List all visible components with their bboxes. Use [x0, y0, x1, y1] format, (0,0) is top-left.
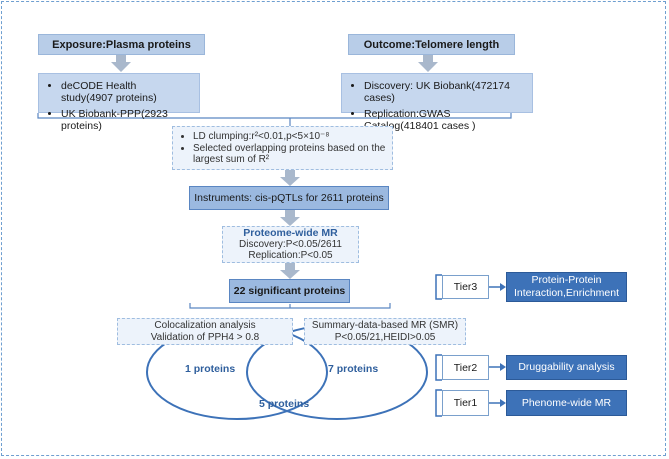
- clumping-box: LD clumping:r²<0.01,p<5×10⁻⁸ Selected ov…: [172, 126, 393, 170]
- tier2-label: Tier2: [453, 361, 478, 374]
- mr-title: Proteome-wide MR: [243, 227, 338, 239]
- tier1-label: Tier1: [453, 397, 478, 409]
- tier1-bracket: [435, 389, 442, 417]
- clumping-item: Selected overlapping proteins based on t…: [193, 143, 386, 165]
- tier3-bracket: [435, 274, 442, 300]
- tier3-label: Tier3: [453, 281, 478, 293]
- instruments-box: Instruments: cis-pQTLs for 2611 proteins: [189, 186, 389, 210]
- tier1-analysis-box: Phenome-wide MR: [506, 390, 627, 416]
- smr-box: Summary-data-based MR (SMR) P<0.05/21,HE…: [304, 318, 466, 345]
- arrow-mr: [280, 263, 300, 279]
- exposure-item: deCODE Health study(4907 proteins): [61, 80, 191, 104]
- outcome-title-text: Outcome:Telomere length: [363, 38, 500, 51]
- arrow-outcome: [418, 54, 438, 72]
- outcome-list: Discovery: UK Biobank(472174 cases) Repl…: [341, 73, 533, 132]
- tier3-analysis-box: Protein-Protein Interaction,Enrichment: [506, 272, 627, 302]
- arrow-instruments: [280, 210, 300, 226]
- arrow-clumping: [280, 170, 300, 186]
- coloc-box: Colocalization analysis Validation of PP…: [117, 318, 293, 345]
- tier1-box: Tier1: [442, 390, 489, 416]
- significant-text: 22 significant proteins: [233, 285, 346, 297]
- coloc-criterion: Validation of PPH4 > 0.8: [150, 332, 260, 343]
- tier3-analysis-text: Protein-Protein Interaction,Enrichment: [513, 274, 620, 299]
- tier3-arrow: [489, 283, 506, 291]
- smr-criterion: P<0.05/21,HEIDI>0.05: [334, 332, 436, 343]
- mr-box: Proteome-wide MR Discovery:P<0.05/2611 R…: [222, 226, 359, 263]
- mr-discovery: Discovery:P<0.05/2611: [239, 239, 342, 250]
- coloc-title: Colocalization analysis: [154, 320, 256, 331]
- venn-right-label: 7 proteins: [328, 363, 379, 375]
- outcome-title: Outcome:Telomere length: [348, 34, 515, 55]
- mr-replication: Replication:P<0.05: [248, 250, 333, 261]
- arrow-exposure: [111, 54, 131, 72]
- smr-title: Summary-data-based MR (SMR): [311, 320, 459, 331]
- venn-left-label: 1 proteins: [185, 363, 236, 375]
- tier2-box: Tier2: [442, 355, 489, 380]
- merge-bracket: [37, 113, 512, 119]
- tier3-box: Tier3: [442, 275, 489, 299]
- exposure-title-text: Exposure:Plasma proteins: [52, 38, 191, 51]
- exposure-title: Exposure:Plasma proteins: [38, 34, 205, 55]
- exposure-item: UK Biobank-PPP(2923 proteins): [61, 108, 191, 132]
- exposure-list: deCODE Health study(4907 proteins) UK Bi…: [38, 73, 200, 132]
- tier2-bracket: [435, 354, 442, 381]
- instruments-text: Instruments: cis-pQTLs for 2611 proteins: [194, 192, 384, 204]
- clumping-item: LD clumping:r²<0.01,p<5×10⁻⁸: [193, 131, 386, 142]
- tier2-analysis-box: Druggability analysis: [506, 355, 627, 380]
- tier2-analysis-text: Druggability analysis: [518, 361, 615, 373]
- tier2-arrow: [489, 363, 506, 371]
- tier1-analysis-text: Phenome-wide MR: [521, 396, 612, 409]
- outcome-item: Discovery: UK Biobank(472174 cases): [364, 80, 524, 104]
- significant-box: 22 significant proteins: [229, 279, 350, 303]
- venn-center-label: 5 proteins: [259, 398, 310, 410]
- tier1-arrow: [489, 399, 506, 407]
